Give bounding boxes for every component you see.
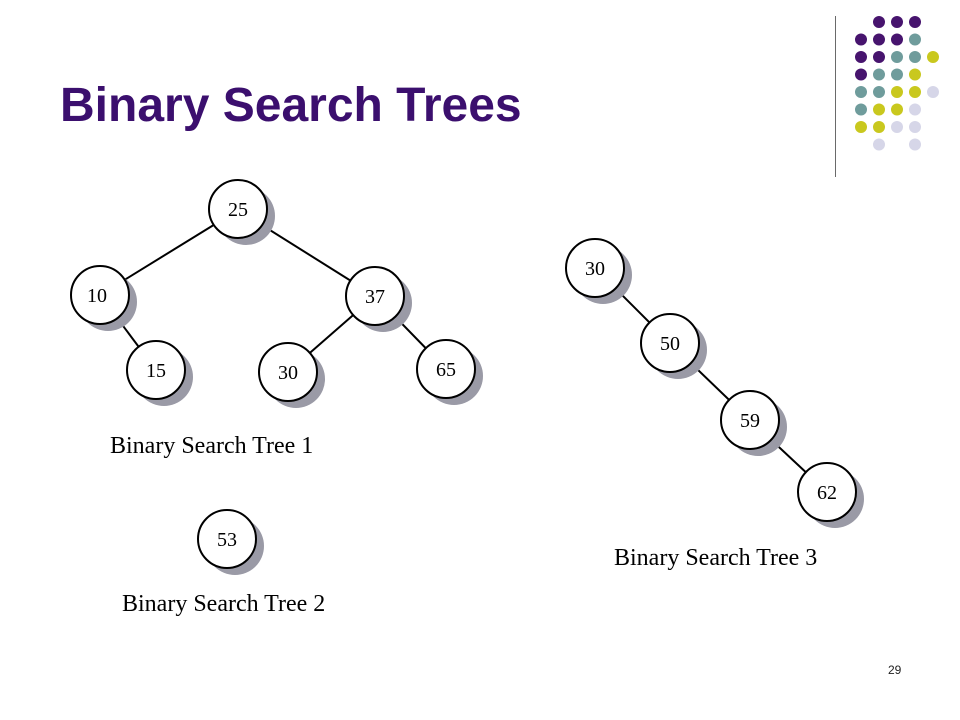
- tree-1-caption: Binary Search Tree 1: [110, 433, 313, 459]
- tree-1: 25 10 37 15 30 65 Binary Search Tree 1: [70, 179, 483, 459]
- node-label: 15: [146, 360, 166, 382]
- tree-node: 62: [797, 462, 864, 528]
- tree-3: 30 50 59 62 Binary Search Tree 3: [565, 238, 864, 571]
- decorative-dot: [909, 51, 921, 63]
- node-label: 53: [217, 529, 237, 551]
- tree-2: 53 Binary Search Tree 2: [122, 509, 325, 617]
- decorative-dot: [873, 103, 885, 116]
- decorative-dot: [891, 121, 903, 133]
- tree-node: 65: [416, 339, 483, 405]
- node-label: 37: [365, 286, 385, 308]
- tree-2-caption: Binary Search Tree 2: [122, 591, 325, 617]
- node-label: 10: [87, 285, 107, 307]
- decorative-dot: [891, 16, 903, 28]
- decorative-dot: [891, 68, 903, 81]
- node-label: 50: [660, 333, 680, 355]
- tree-3-edges: [594, 267, 828, 493]
- decorative-dot: [873, 33, 885, 46]
- tree-node: 15: [126, 340, 193, 406]
- tree-node: 30: [565, 238, 632, 304]
- title-divider: [835, 16, 836, 177]
- tree-node: 53: [197, 509, 264, 575]
- decorative-dot: [909, 121, 921, 133]
- page-number: 29: [888, 663, 902, 677]
- tree-node: 50: [640, 313, 707, 379]
- decorative-dot: [855, 121, 867, 133]
- decorative-dot: [873, 86, 885, 98]
- tree-node: 59: [720, 390, 787, 456]
- node-label: 30: [278, 362, 298, 384]
- decorative-dot: [873, 68, 885, 81]
- decorative-dot: [927, 86, 939, 98]
- decorative-dot: [873, 16, 885, 28]
- decorative-dot: [873, 51, 885, 63]
- decorative-dot: [855, 33, 867, 46]
- decorative-dot: [855, 103, 867, 116]
- node-label: 25: [228, 199, 248, 221]
- tree-3-caption: Binary Search Tree 3: [614, 545, 817, 571]
- decorative-dot: [909, 33, 921, 46]
- decorative-dot: [909, 86, 921, 98]
- decorative-dot: [927, 51, 939, 63]
- slide-title: Binary Search Trees: [60, 79, 522, 132]
- node-label: 59: [740, 410, 760, 432]
- tree-node: 25: [208, 179, 275, 245]
- decorative-dot: [909, 68, 921, 81]
- decorative-dot: [855, 68, 867, 81]
- node-label: 30: [585, 258, 605, 280]
- decorative-dot: [891, 86, 903, 98]
- decorative-dot: [873, 138, 885, 151]
- decorative-dot: [909, 16, 921, 28]
- decorative-dot: [873, 121, 885, 133]
- decorative-dot: [891, 103, 903, 116]
- decorative-dot: [855, 51, 867, 63]
- decorative-dot-grid: [855, 16, 939, 151]
- decorative-dot: [891, 33, 903, 46]
- node-label: 62: [817, 482, 837, 504]
- tree-node: 10: [70, 265, 137, 331]
- tree-node: 37: [345, 266, 412, 332]
- tree-node: 30: [258, 342, 325, 408]
- node-label: 65: [436, 359, 456, 381]
- decorative-dot: [909, 138, 921, 151]
- decorative-dot: [891, 51, 903, 63]
- decorative-dot: [909, 103, 921, 116]
- decorative-dot: [855, 86, 867, 98]
